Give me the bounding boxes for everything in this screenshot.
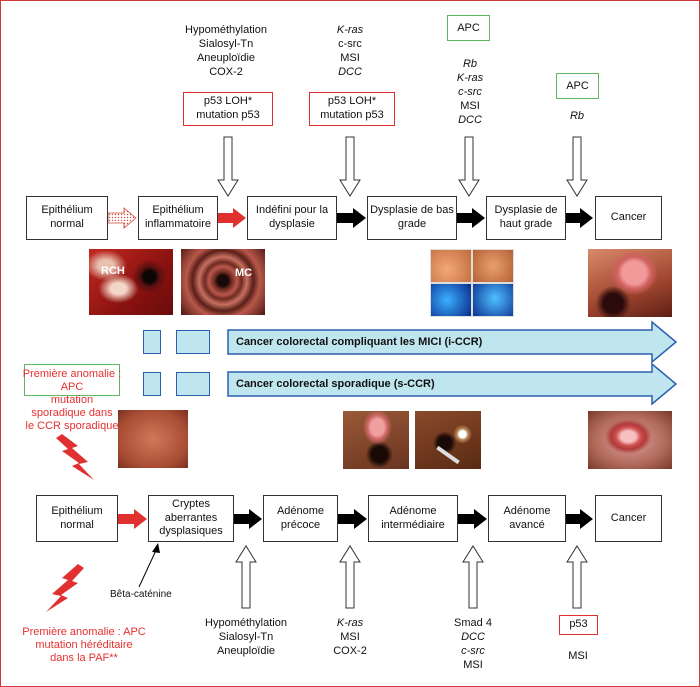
banner-mici-arrow — [227, 320, 678, 364]
lightning-bolt-2 — [46, 564, 84, 612]
up-arrow-3 — [462, 545, 484, 609]
stage-bottom-epithelium-normal: Epithélium normal — [36, 495, 118, 542]
bottom-markers-col1: Hypométhylation Sialosyl-Tn Aneuploïdie — [205, 617, 287, 657]
photo-adenome-intermediaire — [415, 411, 481, 469]
photo-cancer-top — [588, 249, 672, 317]
banner-mici-marker-1 — [143, 330, 161, 354]
arrow-red-bottom — [118, 509, 147, 529]
p53-box-bottom: p53 — [559, 615, 598, 635]
down-arrow-1 — [217, 136, 239, 197]
stage-top-indefini-dysplasie: Indéfini pour la dysplasie — [247, 196, 337, 240]
stage-bottom-adenome-precoce: Adénome précoce — [263, 495, 338, 542]
stage-bottom-cancer: Cancer — [595, 495, 662, 542]
arrow-black-top-3 — [566, 208, 593, 228]
bottom-markers-col4: MSI — [568, 650, 588, 662]
p53-box-2: p53 LOH*mutation p53 — [309, 92, 395, 126]
up-arrow-4 — [566, 545, 588, 609]
first-anomaly-sporadic-text: Première anomalie : APC mutation sporadi… — [22, 368, 122, 432]
apc-box-1: APC — [447, 15, 490, 41]
arrow-black-bottom-3 — [458, 509, 487, 529]
beta-catenin-pointer — [138, 545, 159, 588]
up-arrow-1 — [235, 545, 257, 609]
stage-top-cancer: Cancer — [595, 196, 662, 240]
beta-catenin-pointer-head — [152, 543, 160, 553]
bottom-markers-col2: K-ras MSI COX-2 — [333, 617, 367, 657]
down-arrow-3 — [458, 136, 480, 197]
banner-mici-marker-2 — [176, 330, 210, 354]
stage-bottom-adenome-avance: Adénome avancé — [488, 495, 566, 542]
arrow-black-bottom-1 — [233, 509, 262, 529]
photo-crypts — [118, 410, 188, 468]
top-markers-col4: Rb — [569, 110, 585, 122]
stage-top-epithelium-inflammatoire: Epithélium inflammatoire — [138, 196, 218, 240]
arrow-black-top-1 — [337, 208, 366, 228]
beta-catenin-label: Bêta-caténine — [110, 589, 172, 600]
photo-mc: MC — [181, 249, 265, 315]
arrow-black-top-2 — [457, 208, 485, 228]
bottom-markers-col3: Smad 4 DCC c-src MSI — [454, 617, 492, 671]
banner-sporadic-marker-2 — [176, 372, 210, 396]
arrow-dotted — [107, 207, 137, 229]
photo-rch: RCH — [89, 249, 173, 315]
photo-mc-label: MC — [235, 267, 253, 279]
stage-top-dysplasie-bas-grade: Dysplasie de bas grade — [367, 196, 457, 240]
banner-sporadic-arrow — [227, 362, 678, 406]
banner-sporadic-label: Cancer colorectal sporadique (s-CCR) — [236, 378, 435, 390]
arrow-black-bottom-2 — [338, 509, 367, 529]
photo-rch-label: RCH — [101, 265, 125, 277]
arrow-black-bottom-4 — [566, 509, 593, 529]
lightning-bolt-1 — [56, 434, 94, 480]
down-arrow-2 — [339, 136, 361, 197]
top-markers-col3: Rb K-ras c-src MSI DCC — [456, 58, 484, 126]
photo-adenome-precoce — [343, 411, 409, 469]
up-arrow-2 — [339, 545, 361, 609]
banner-sporadic-marker-1 — [143, 372, 161, 396]
first-anomaly-hereditary-text: Première anomalie : APC mutation hérédit… — [22, 626, 146, 664]
banner-mici-label: Cancer colorectal compliquant les MICI (… — [236, 336, 483, 348]
photo-dysplasia-grid — [430, 249, 514, 317]
arrow-red-top — [217, 208, 246, 228]
photo-cancer-bottom — [588, 411, 672, 469]
apc-box-2: APC — [556, 73, 599, 99]
stage-bottom-cryptes-aberrantes: Cryptes aberrantes dysplasiques — [148, 495, 234, 542]
stage-top-epithelium-normal: Epithélium normal — [26, 196, 108, 240]
top-markers-col1: Hypométhylation Sialosyl-Tn Aneuploïdie … — [185, 24, 267, 78]
stage-top-dysplasie-haut-grade: Dysplasie de haut grade — [486, 196, 566, 240]
p53-box-1: p53 LOH*mutation p53 — [183, 92, 273, 126]
stage-bottom-adenome-intermediaire: Adénome intermédiaire — [368, 495, 458, 542]
first-anomaly-sporadic-box — [24, 364, 120, 396]
top-markers-col2: K-ras c-src MSI DCC — [336, 24, 364, 78]
down-arrow-4 — [566, 136, 588, 197]
